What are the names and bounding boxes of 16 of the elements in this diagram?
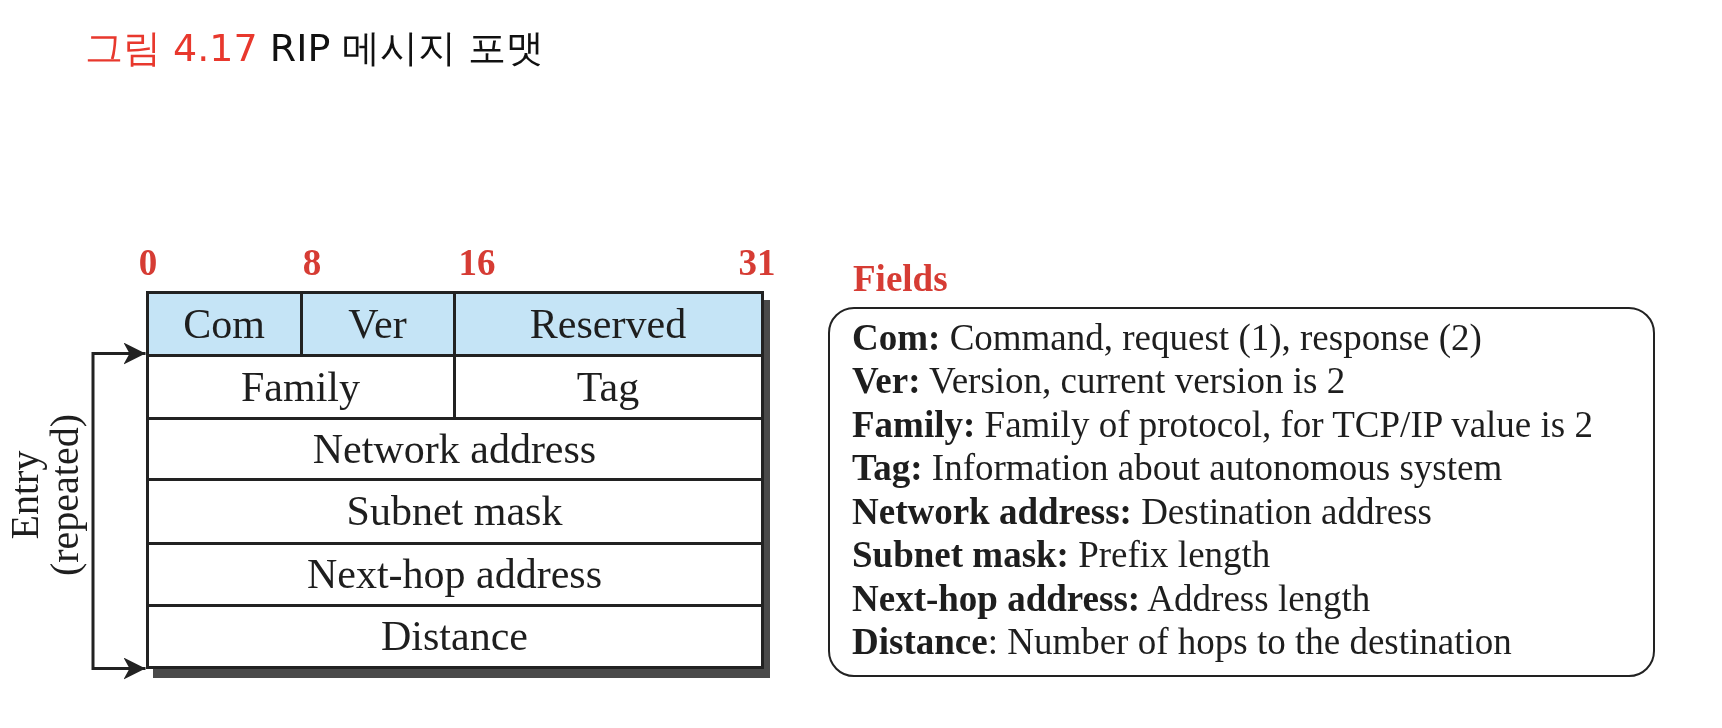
field-description: Subnet mask: Prefix length bbox=[852, 533, 1271, 577]
title: 그림 4.17 RIP 메시지 포맷 bbox=[85, 25, 545, 72]
field-description: Next-hop address: Address length bbox=[852, 576, 1371, 621]
bit-number: 0 bbox=[138, 243, 158, 281]
bracket-arrow bbox=[91, 342, 146, 680]
bit-number: 31 bbox=[738, 243, 776, 281]
bit-number: 16 bbox=[458, 243, 496, 281]
bit-number: 8 bbox=[302, 243, 322, 281]
field-description: Network address: Destination address bbox=[852, 489, 1432, 534]
field-description: Family: Family of protocol, for TCP/IP value is 2 bbox=[852, 402, 1593, 447]
field-description: Tag: Information about autonomous system bbox=[852, 446, 1503, 490]
field-description: Com: Command, request (1), response (2) bbox=[852, 315, 1482, 360]
table-cell: Com bbox=[145, 290, 303, 357]
field-description: Distance: Number of hops to the destination bbox=[852, 620, 1512, 664]
field-description: Ver: Version, current version is 2 bbox=[852, 359, 1346, 403]
heading: Fields bbox=[853, 258, 948, 300]
